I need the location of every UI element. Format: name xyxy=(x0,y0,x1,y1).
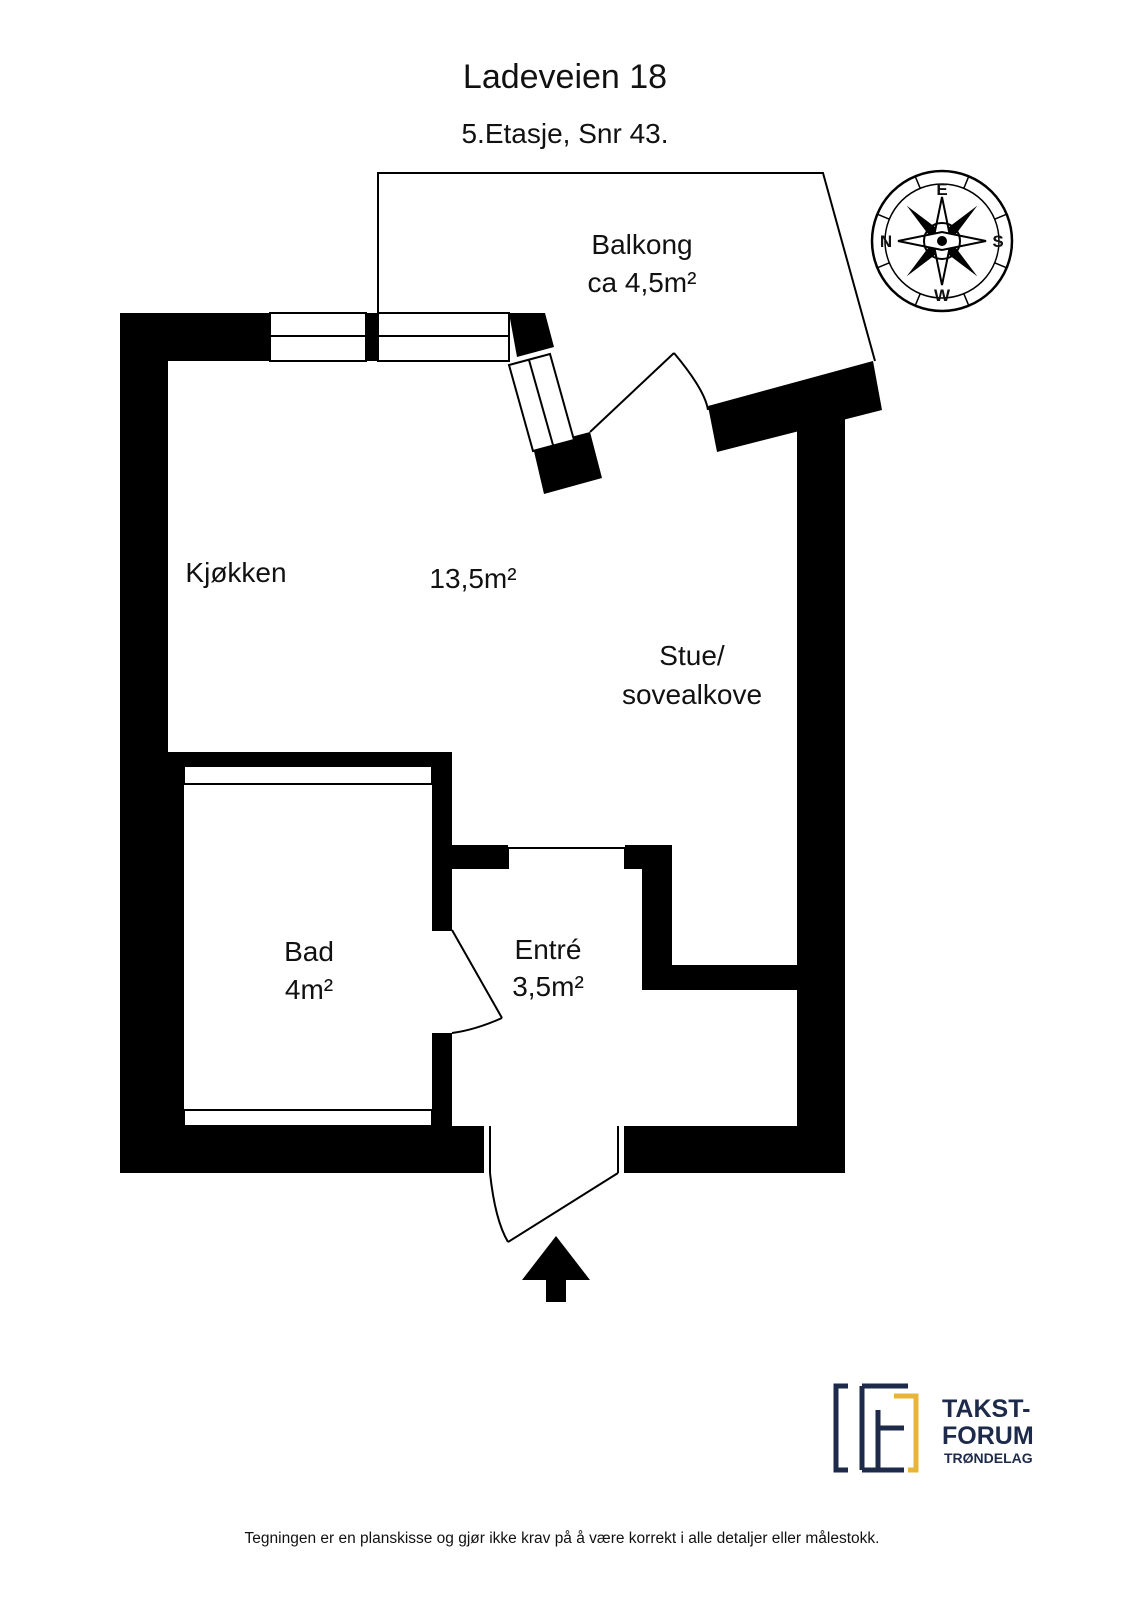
compass-west: W xyxy=(934,286,951,305)
entrance-arrow-icon xyxy=(522,1236,590,1302)
bath-area: 4m² xyxy=(285,974,333,1005)
logo-line3: TRØNDELAG xyxy=(944,1450,1033,1466)
compass-south: S xyxy=(992,232,1003,251)
compass-north: N xyxy=(880,232,892,251)
takstforum-logo: TAKST- FORUM TRØNDELAG xyxy=(833,1383,1034,1473)
page-title: Ladeveien 18 xyxy=(463,58,667,96)
entry-label: Entré xyxy=(515,934,582,965)
main-area-label: 13,5m² xyxy=(429,563,516,594)
bath-label: Bad xyxy=(284,936,334,967)
logo-line1: TAKST- xyxy=(942,1395,1030,1423)
entrance-door xyxy=(489,1126,619,1243)
disclaimer-text: Tegningen er en planskisse og gjør ikke … xyxy=(245,1530,880,1547)
compass-rose-icon: E N S W xyxy=(870,169,1014,313)
compass-east: E xyxy=(936,180,947,199)
living-label-line2: sovealkove xyxy=(622,679,762,710)
balcony-outline xyxy=(377,172,876,362)
living-label-line1: Stue/ xyxy=(659,640,725,671)
window-angled xyxy=(507,352,576,453)
window-top xyxy=(269,312,510,362)
bath-fixture-lines xyxy=(183,765,433,1127)
entry-opening xyxy=(507,847,626,869)
entry-area: 3,5m² xyxy=(512,971,584,1002)
kitchen-label: Kjøkken xyxy=(185,557,286,588)
balcony-door xyxy=(589,352,709,433)
page-subtitle: 5.Etasje, Snr 43. xyxy=(461,118,668,149)
walls xyxy=(120,313,882,1173)
balcony-area: ca 4,5m² xyxy=(588,267,697,298)
bath-door xyxy=(432,929,503,1034)
logo-line2: FORUM xyxy=(942,1422,1034,1450)
balcony-label: Balkong xyxy=(591,229,692,260)
